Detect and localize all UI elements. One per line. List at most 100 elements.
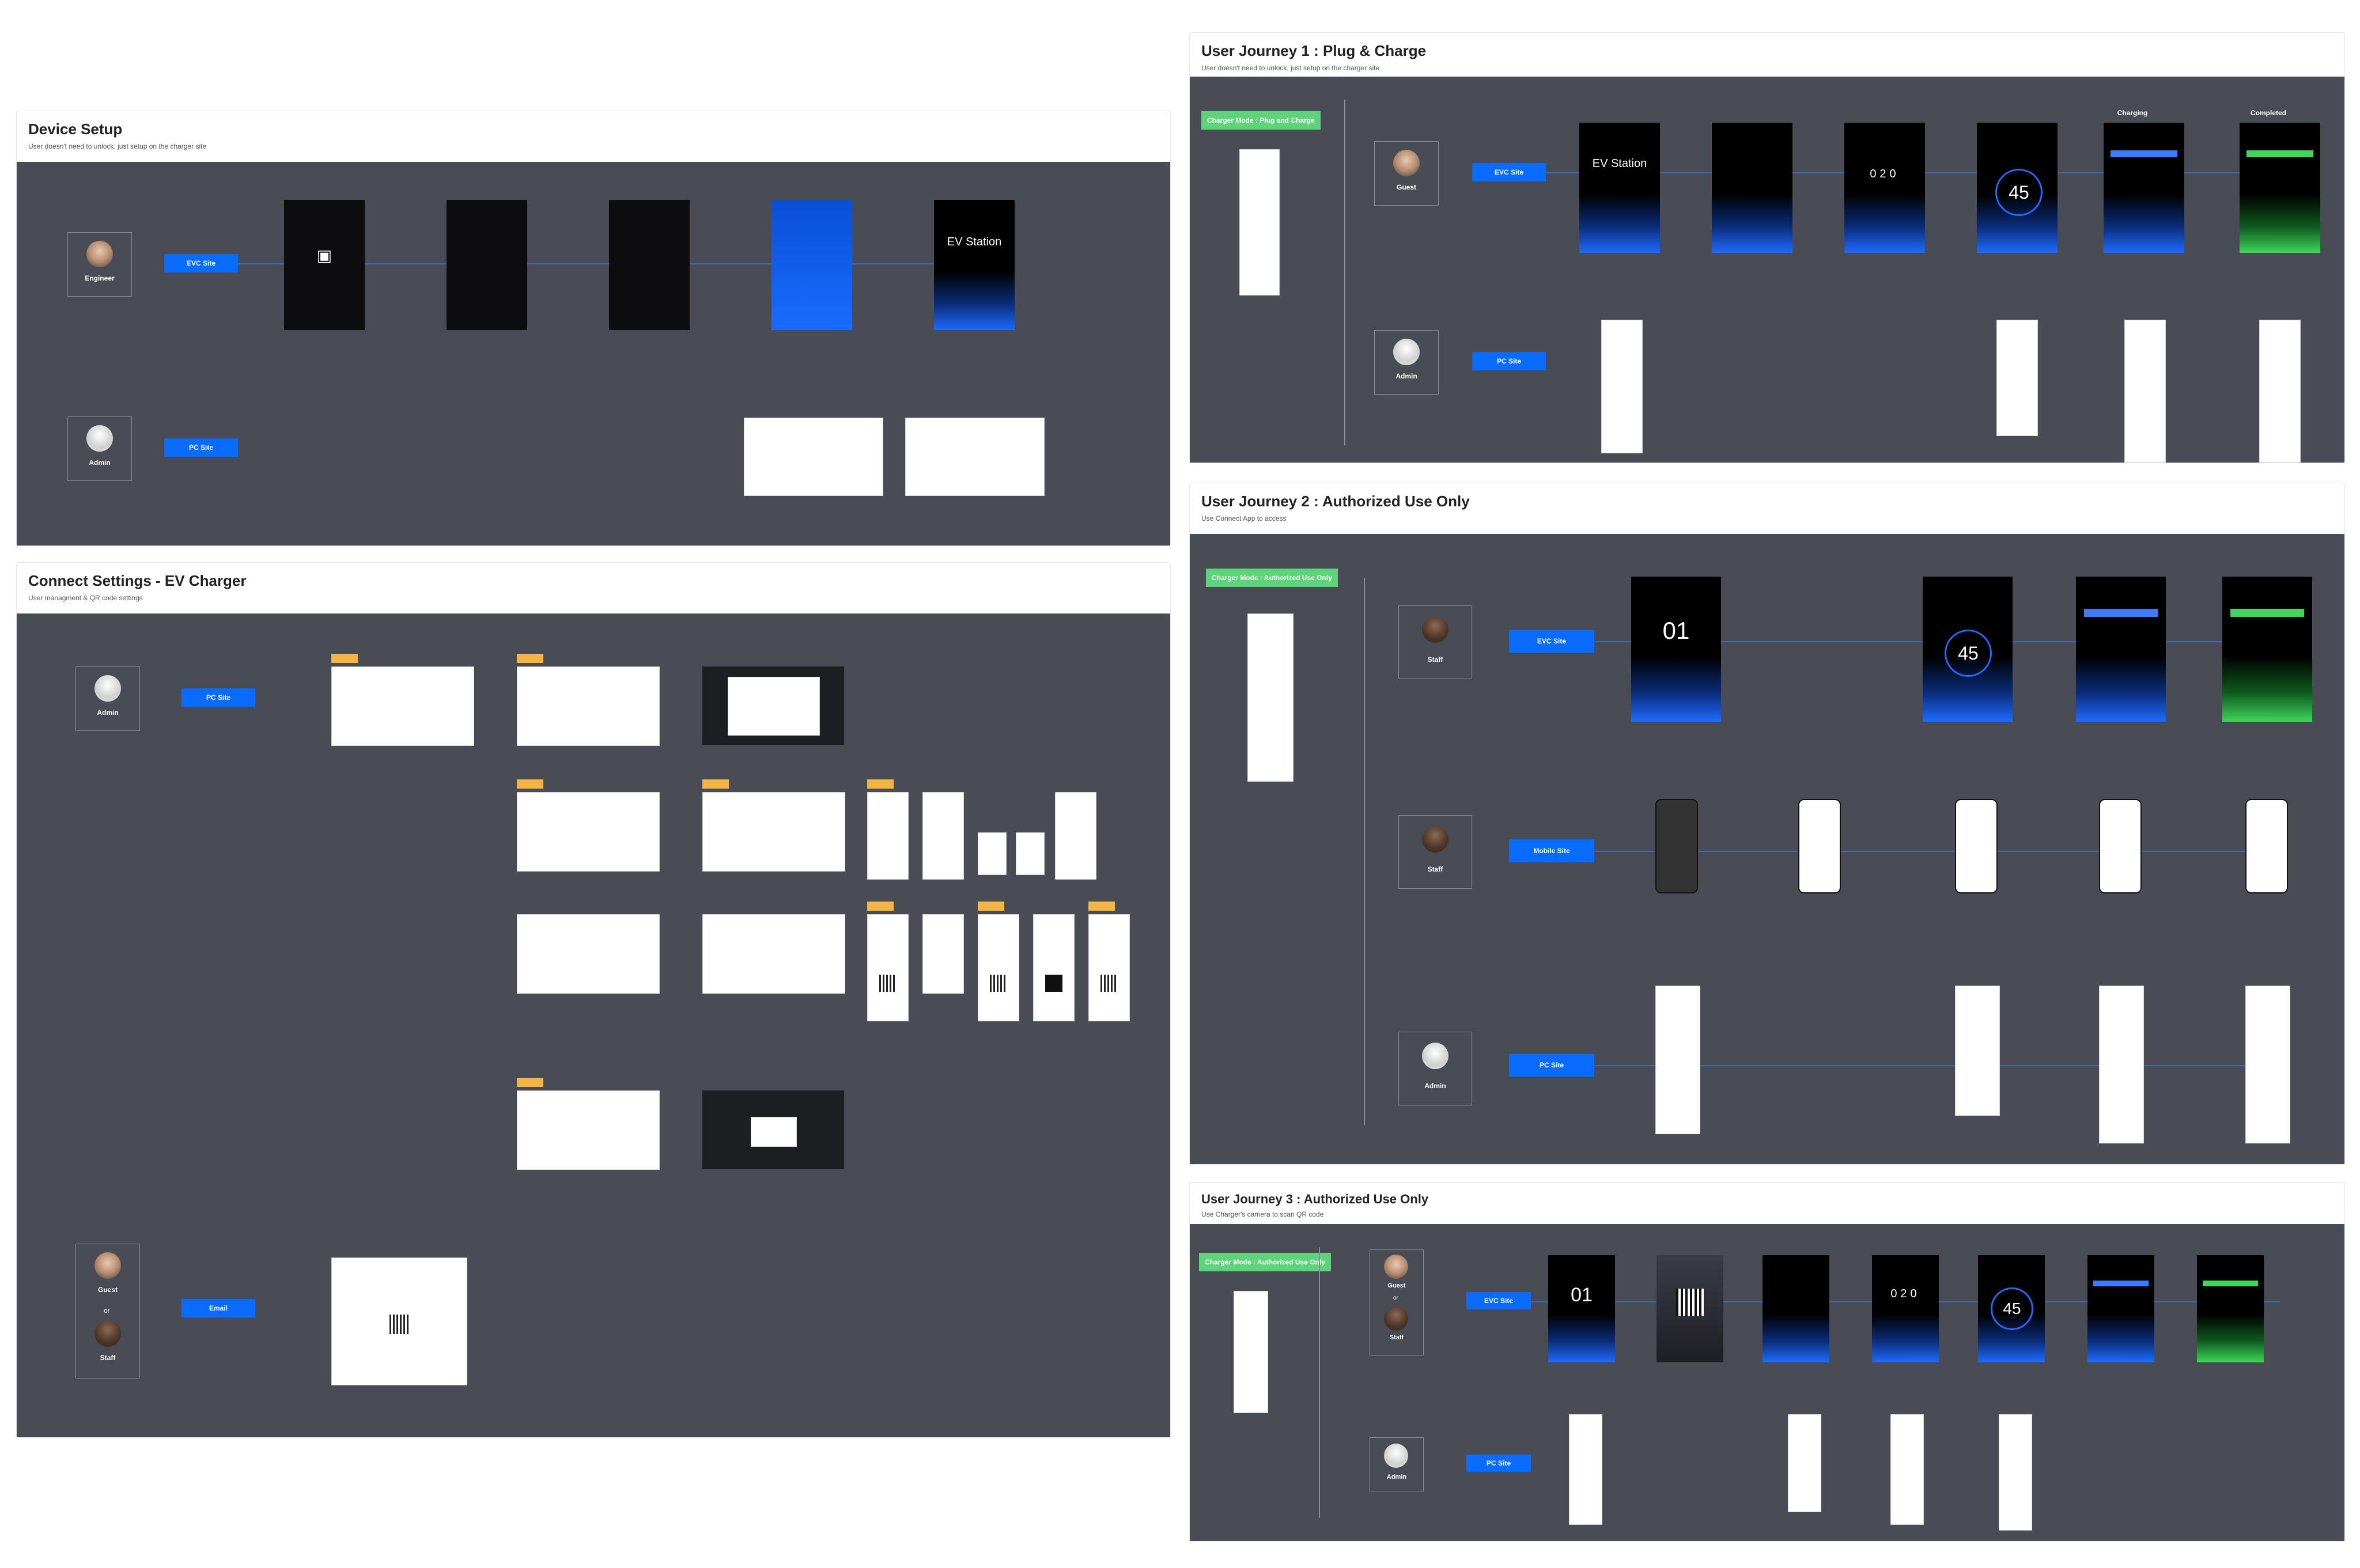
section-subtitle: Use Charger's camera to scan QR code [1201, 1210, 1324, 1218]
email-badge: Email [181, 1299, 255, 1317]
persona-staff-mobile[interactable]: Staff [1398, 815, 1472, 889]
ev-station-screen: EV Station [934, 200, 1015, 330]
persona-label: Admin [1424, 1082, 1446, 1090]
timer-digits: 020 [1870, 168, 1900, 180]
section-title: Connect Settings - EV Charger [28, 572, 247, 589]
note-tag [517, 1078, 543, 1087]
avatar [86, 241, 113, 267]
section-title: User Journey 2 : Authorized Use Only [1201, 493, 1470, 510]
settings-screen-7 [517, 1090, 660, 1170]
charging-label: Charging [2117, 109, 2148, 117]
qr-code-icon [389, 1315, 409, 1334]
avatar [1384, 1444, 1408, 1468]
persona-admin[interactable]: Admin [75, 666, 140, 731]
mode-settings-panel [1247, 613, 1294, 782]
section-subtitle: User doesn't need to unlock, just setup … [1201, 64, 1380, 72]
section-canvas: Admin PC Site [17, 613, 1170, 1437]
note-tag [517, 654, 543, 663]
countdown-ring: 45 [1995, 169, 2043, 216]
j1-admin-panel-2 [1996, 320, 2038, 436]
avatar [1422, 616, 1448, 643]
avatar-staff [94, 1320, 121, 1347]
j3-admin-panel-1 [1569, 1414, 1602, 1525]
j2-admin-panel-1 [1655, 986, 1700, 1134]
qr-code-icon [1045, 975, 1062, 992]
qr-code-icon [1676, 1289, 1704, 1316]
j3-plug-screen [1763, 1255, 1829, 1362]
evc-site-badge: EVC Site [1472, 163, 1546, 181]
j3-qr-camera-photo [1656, 1255, 1723, 1362]
completed-label: Completed [2250, 109, 2286, 117]
flow-connector [1594, 851, 2286, 852]
persona-label-guest: Guest [97, 1286, 118, 1294]
note-tag [867, 902, 894, 911]
avatar [1393, 150, 1420, 176]
avatar [1422, 826, 1448, 853]
persona-admin[interactable]: Admin [1398, 1032, 1472, 1105]
section-title: User Journey 1 : Plug & Charge [1201, 42, 1427, 59]
persona-label-guest: Guest [1387, 1282, 1406, 1289]
mode-settings-panel [1234, 1291, 1268, 1413]
note-tag [331, 654, 358, 663]
j2-mobile-screen-3 [2099, 799, 2142, 893]
mode-settings-panel [1239, 149, 1280, 296]
setup-screen-3 [609, 200, 690, 330]
j2-admin-panel-3 [2099, 986, 2144, 1143]
j3-countdown-screen: 45 [1978, 1255, 2045, 1362]
settings-screen-2 [517, 666, 660, 746]
journey1-section: User Journey 1 : Plug & Charge User does… [1189, 32, 2345, 463]
modal-dialog [751, 1117, 797, 1147]
qr-code-icon [1100, 975, 1118, 992]
j1-station-screen: EV Station [1579, 123, 1660, 253]
or-label: or [1393, 1295, 1398, 1301]
avatar-guest [1384, 1255, 1408, 1279]
section-subtitle: User doesn't need to unlock, just setup … [28, 142, 207, 150]
persona-admin[interactable]: Admin [1374, 330, 1439, 395]
j1-admin-panel-3 [2124, 320, 2166, 463]
persona-guest[interactable]: Guest [1374, 141, 1439, 206]
settings-screen-3 [517, 792, 660, 872]
evc-site-badge: EVC Site [1509, 630, 1594, 653]
avatar-staff [1384, 1306, 1408, 1331]
persona-label: Guest [1396, 183, 1416, 191]
persona-label-staff: Staff [100, 1354, 116, 1362]
mobile-panel-3 [978, 832, 1007, 875]
j3-admin-panel-2 [1788, 1414, 1821, 1512]
settings-modal-1 [702, 666, 844, 745]
persona-staff-evc[interactable]: Staff [1398, 605, 1472, 679]
flow-connector [1594, 1065, 2286, 1066]
progress-bar [2230, 609, 2304, 617]
qr-panel-5 [1088, 914, 1130, 1021]
pc-site-badge: PC Site [1466, 1455, 1531, 1472]
progress-bar [2093, 1281, 2149, 1286]
avatar-guest [94, 1252, 121, 1279]
evc-site-badge: EVC Site [164, 254, 238, 272]
persona-admin[interactable]: Admin [67, 416, 132, 481]
section-canvas: Charger Mode : Authorized Use Only Guest… [1190, 1224, 2344, 1541]
j1-admin-panel-1 [1601, 320, 1643, 453]
j2-countdown-screen: 45 [1923, 577, 2013, 722]
persona-guest-staff[interactable]: Guest or Staff [75, 1244, 140, 1378]
note-tag [517, 779, 543, 789]
setup-screen-1: ▣ [284, 200, 365, 330]
section-subtitle: User managment & QR code settings [28, 594, 143, 602]
timer-digits: 020 [1890, 1287, 1920, 1300]
countdown-ring: 45 [1991, 1287, 2033, 1330]
admin-desktop-screen-1 [744, 418, 883, 496]
note-tag [1088, 902, 1115, 911]
settings-modal-2 [702, 1090, 844, 1169]
qr-panel-1 [867, 914, 909, 1021]
persona-guest-staff[interactable]: Guest or Staff [1370, 1249, 1424, 1355]
j1-timer-screen: 020 [1844, 123, 1925, 253]
persona-admin[interactable]: Admin [1370, 1437, 1424, 1491]
divider [1364, 578, 1365, 1125]
screen-label: EV Station [1592, 157, 1647, 170]
settings-screen-1 [331, 666, 474, 746]
section-title: User Journey 3 : Authorized Use Only [1201, 1192, 1429, 1206]
settings-screen-4 [702, 792, 845, 872]
j3-code-screen: 01 [1548, 1255, 1615, 1362]
persona-engineer[interactable]: Engineer [67, 232, 132, 297]
persona-label-staff: Staff [1389, 1334, 1404, 1341]
j3-admin-panel-4 [1999, 1414, 2032, 1531]
evc-site-badge: EVC Site [1466, 1292, 1531, 1309]
